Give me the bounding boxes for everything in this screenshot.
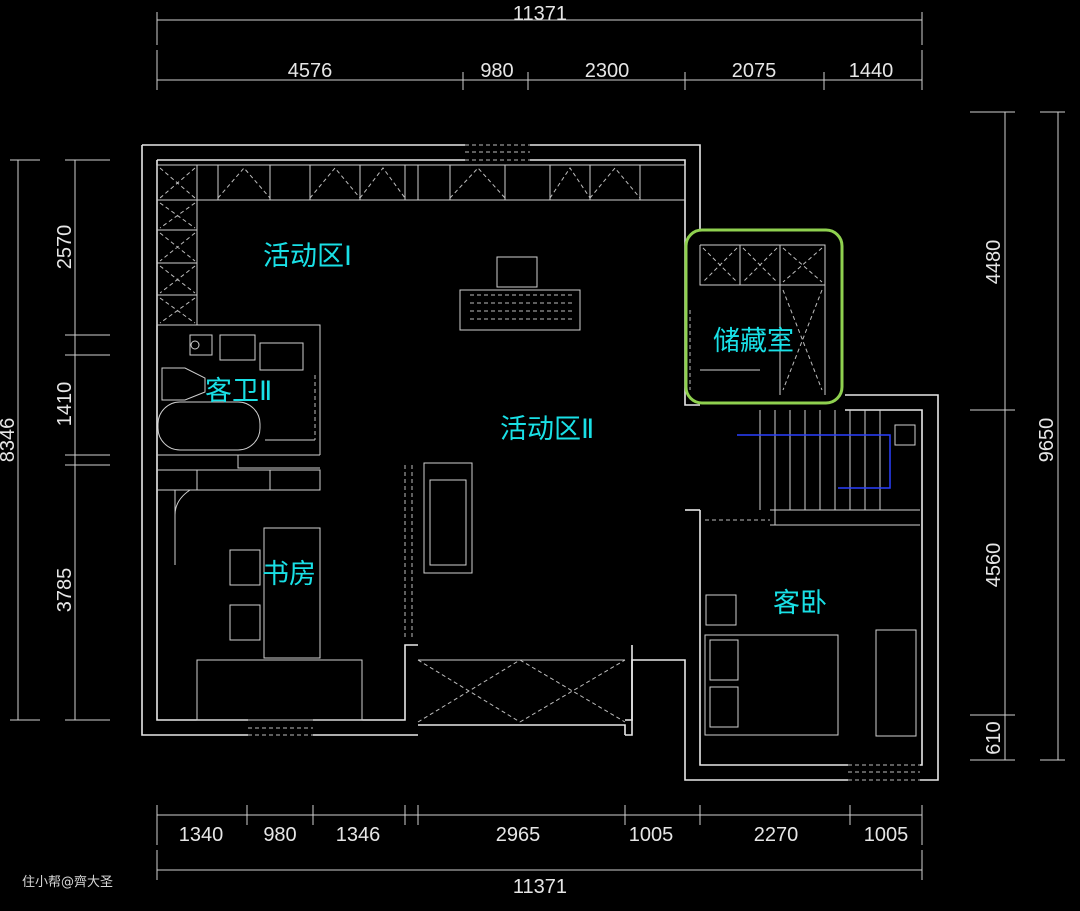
dim-right-1: 4480 (983, 240, 1005, 285)
dim-top-2: 980 (480, 60, 513, 82)
dim-left-2: 1410 (54, 382, 76, 427)
dim-bottom-2: 980 (263, 824, 296, 846)
dim-left-1: 2570 (54, 225, 76, 270)
dim-top-5: 1440 (849, 60, 894, 82)
dim-top-4: 2075 (732, 60, 777, 82)
guest-bathroom-fixtures (157, 324, 321, 469)
staircase (737, 410, 920, 526)
room-label-study: 书房 (262, 559, 316, 590)
study-furniture (157, 469, 363, 721)
dim-right-2: 4560 (983, 543, 1005, 588)
dim-bottom-4: 2965 (496, 824, 541, 846)
activity-furniture (404, 256, 626, 723)
dim-left-3: 3785 (54, 568, 76, 613)
watermark: 住小帮@齊大圣 (22, 875, 113, 890)
dim-right-3: 610 (983, 721, 1005, 754)
dim-bottom-total: 11371 (513, 876, 567, 898)
dim-top-3: 2300 (585, 60, 630, 82)
wardrobes (156, 164, 686, 326)
storage-highlight (684, 228, 844, 405)
dim-top-total: 11371 (513, 3, 567, 25)
dim-bottom-3: 1346 (336, 824, 381, 846)
walls (141, 144, 939, 781)
dim-bottom-5: 1005 (629, 824, 674, 846)
storage-shelves (689, 244, 826, 395)
dim-top-1: 4576 (288, 60, 333, 82)
dim-bottom-1: 1340 (179, 824, 224, 846)
dim-bottom-7: 1005 (864, 824, 909, 846)
room-label-guest-bedroom: 客卧 (773, 588, 827, 619)
dim-left-total: 8346 (0, 418, 19, 463)
dim-right-total: 9650 (1036, 418, 1058, 463)
room-label-guest-bath: 客卫Ⅱ (205, 376, 272, 407)
stair-arrow (737, 434, 891, 489)
room-label-storage: 储藏室 (713, 326, 794, 357)
room-label-activity-2: 活动区Ⅱ (500, 414, 594, 445)
room-label-activity-1: 活动区Ⅰ (263, 241, 352, 272)
dimension-lines (10, 12, 1065, 880)
bedroom-furniture (704, 519, 917, 737)
dim-bottom-6: 2270 (754, 824, 799, 846)
